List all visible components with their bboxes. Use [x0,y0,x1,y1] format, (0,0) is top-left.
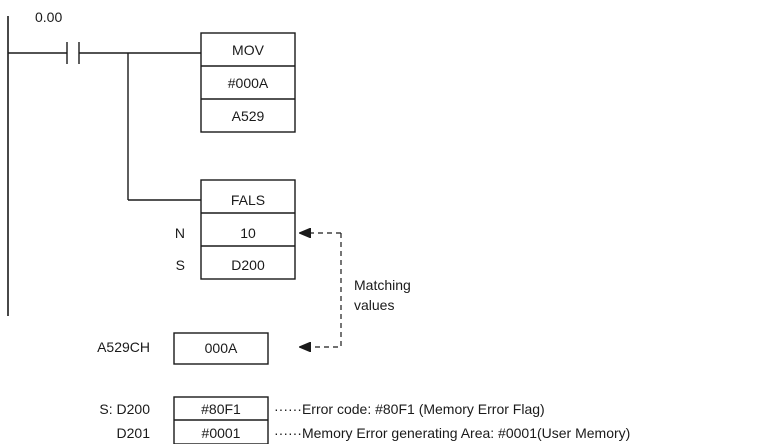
matching-values-connector [300,233,342,347]
memory-table [173,396,269,444]
a529ch-label: A529CH [97,339,150,355]
mov-instruction: MOV #000A A529 [200,32,296,133]
memory-row-value: #0001 [202,425,241,441]
matching-note-line2: values [354,297,394,313]
fals-s-value: D200 [231,257,265,273]
memory-row-description: ······Error code: #80F1 (Memory Error Fl… [274,401,545,417]
a529ch-box [173,332,269,365]
fals-instruction: FALS 10 D200 [200,179,296,280]
memory-row-description: ······Memory Error generating Area: #000… [274,425,630,441]
fals-s-label: S [176,257,185,273]
contact-address: 0.00 [35,9,62,25]
matching-note-line1: Matching [354,277,411,293]
mov-destination-operand: A529 [232,108,265,124]
memory-row-label: S: D200 [99,401,150,417]
memory-row-label: D201 [117,425,151,441]
fals-n-value: 10 [240,225,256,241]
fals-mnemonic: FALS [231,192,265,208]
mov-mnemonic: MOV [232,42,265,58]
memory-row-value: #80F1 [201,401,241,417]
a529ch-value: 000A [205,340,238,356]
fals-n-label: N [175,225,185,241]
mov-source-operand: #000A [228,75,269,91]
